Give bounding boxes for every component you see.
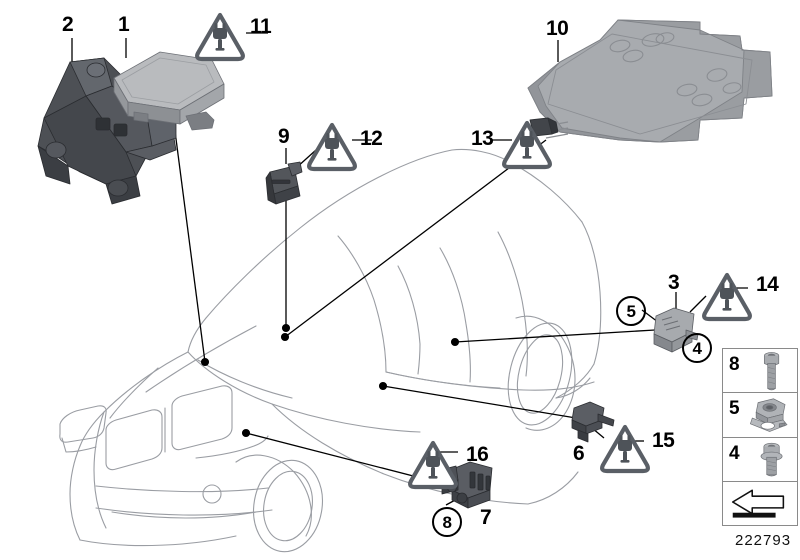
legend-number-8: 8 bbox=[729, 354, 740, 375]
warning-icon-16 bbox=[410, 443, 456, 487]
legend-number-4: 4 bbox=[729, 442, 740, 464]
warning-icon-12 bbox=[309, 125, 355, 169]
legend-cell-8: 8 bbox=[723, 349, 797, 394]
callout-15[interactable]: 15 bbox=[652, 429, 675, 452]
direction-arrow-icon bbox=[731, 489, 785, 518]
callout-8[interactable]: 8 bbox=[432, 507, 462, 537]
callout-2[interactable]: 2 bbox=[62, 13, 74, 36]
warning-icon-11 bbox=[197, 15, 243, 59]
warning-icon-13 bbox=[504, 123, 550, 167]
callout-11[interactable]: 11 bbox=[250, 15, 272, 38]
diagram-number: 222793 bbox=[735, 532, 792, 549]
warning-icon-14 bbox=[704, 275, 750, 319]
callout-4[interactable]: 4 bbox=[682, 333, 712, 363]
callout-13[interactable]: 13 bbox=[471, 127, 494, 150]
callout-7[interactable]: 7 bbox=[480, 506, 492, 529]
legend-number-5: 5 bbox=[729, 398, 740, 420]
callout-10[interactable]: 10 bbox=[546, 17, 569, 40]
warning-icon-15 bbox=[602, 427, 648, 471]
legend-cell-4: 4 bbox=[723, 438, 797, 483]
legend-box: 8 5 bbox=[722, 348, 798, 526]
legend-cell-arrow bbox=[723, 482, 797, 525]
hex-socket-screw-long-icon bbox=[763, 352, 780, 391]
callout-12[interactable]: 12 bbox=[360, 127, 383, 150]
callout-3[interactable]: 3 bbox=[668, 271, 680, 294]
callout-1[interactable]: 1 bbox=[118, 13, 130, 36]
callout-14[interactable]: 14 bbox=[756, 273, 779, 296]
callout-6[interactable]: 6 bbox=[573, 442, 585, 465]
callout-5[interactable]: 5 bbox=[616, 296, 646, 326]
callout-16[interactable]: 16 bbox=[466, 443, 489, 466]
mounting-nut-bracket-icon bbox=[749, 398, 788, 433]
flange-bolt-short-icon bbox=[760, 442, 783, 477]
legend-cell-5: 5 bbox=[723, 393, 797, 438]
callout-9[interactable]: 9 bbox=[278, 125, 290, 148]
